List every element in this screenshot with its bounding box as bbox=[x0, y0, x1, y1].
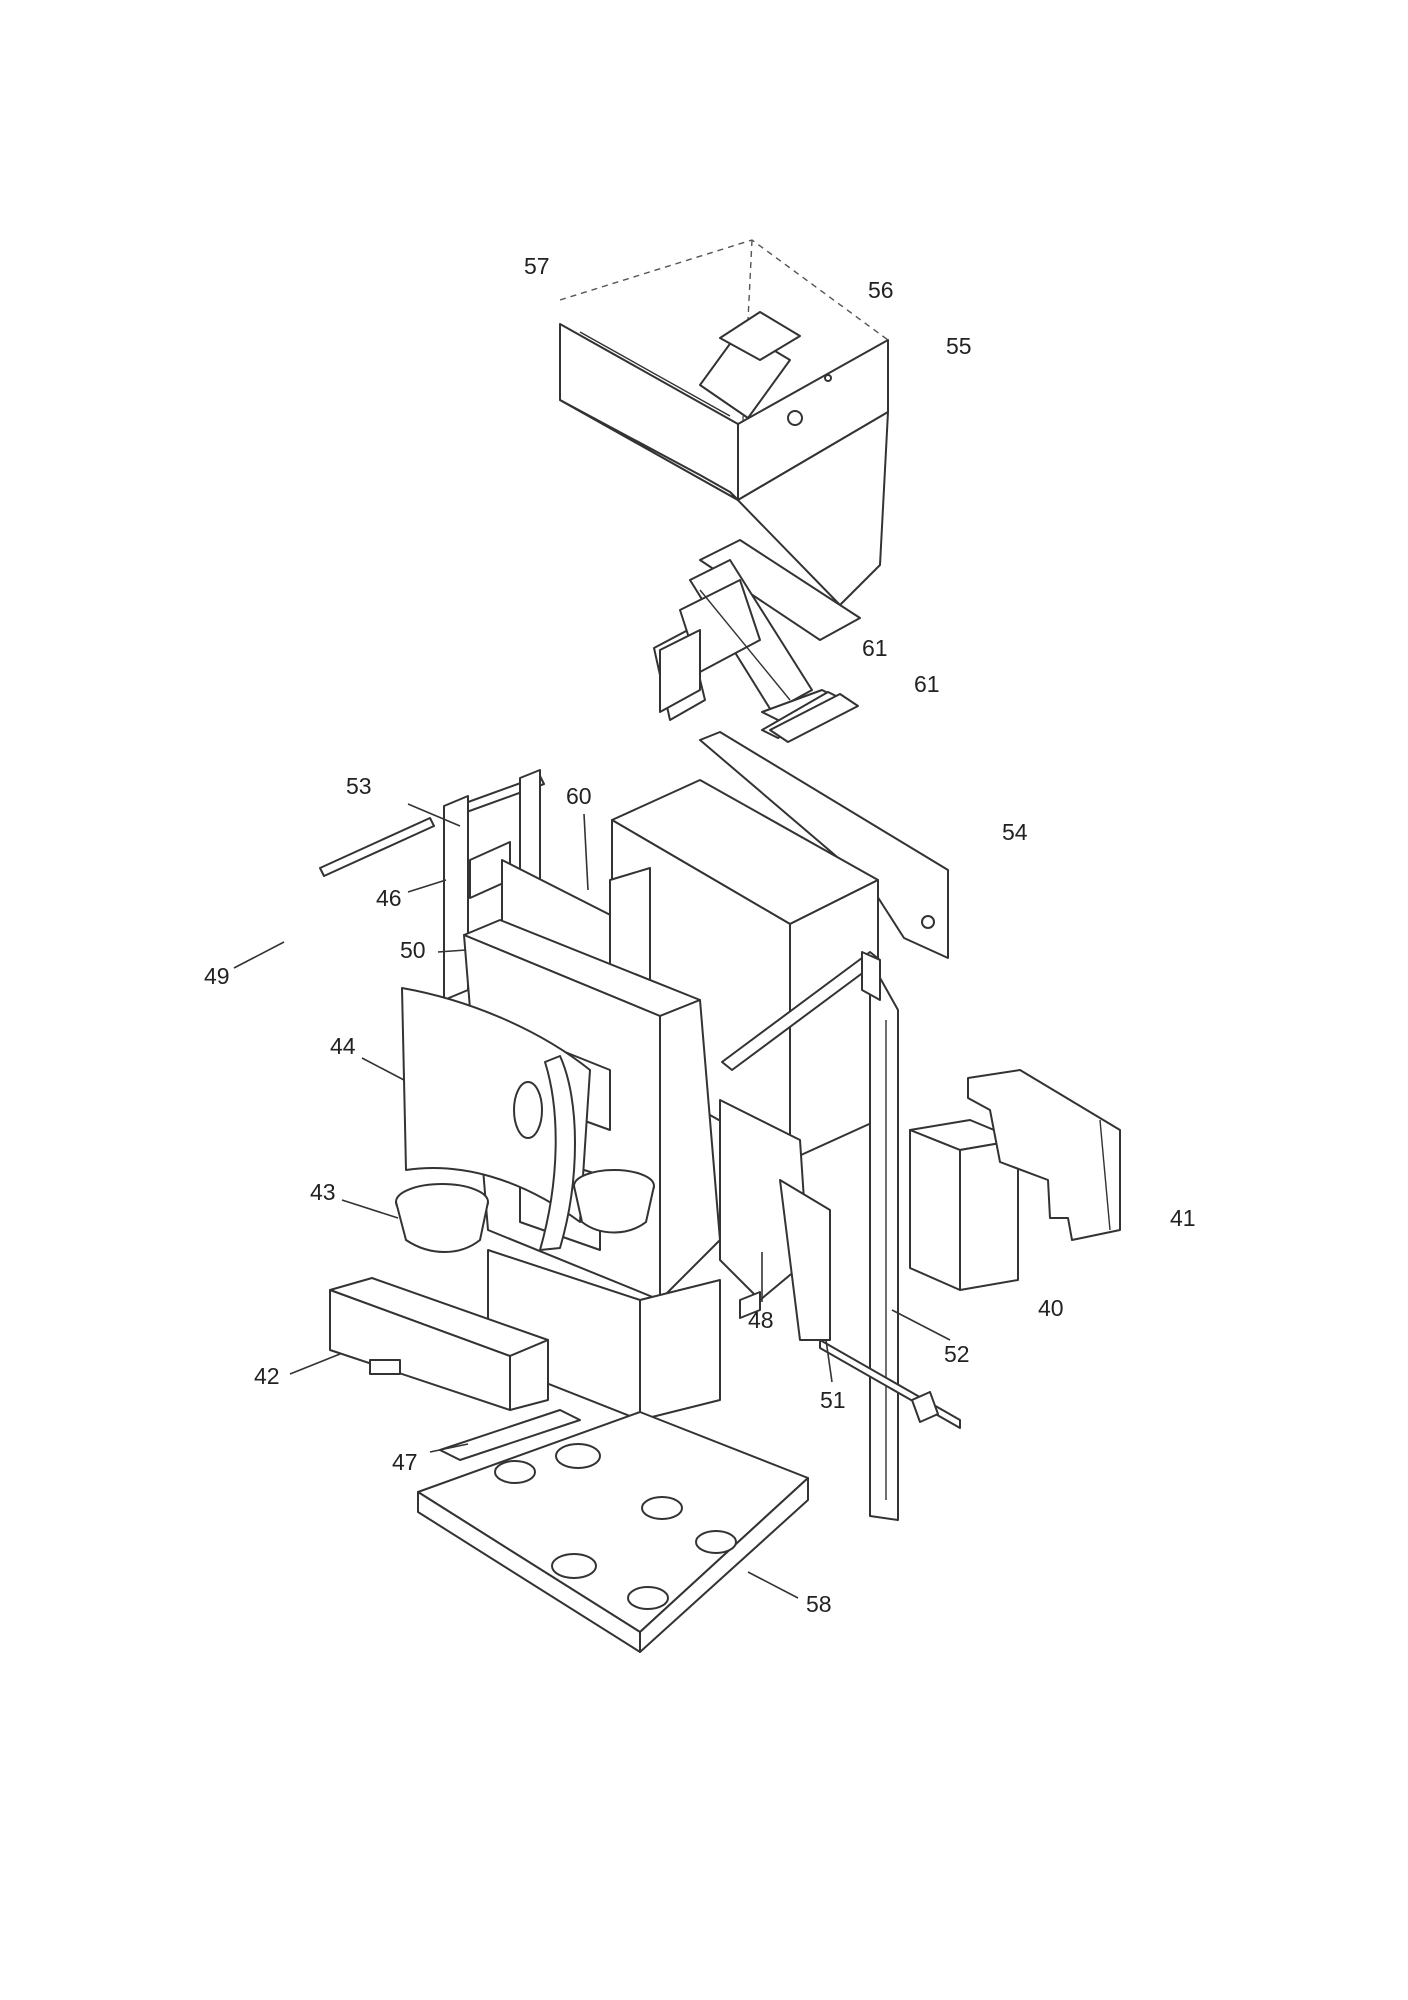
callout-40: 40 bbox=[1038, 1295, 1064, 1321]
callout-55: 55 bbox=[946, 333, 972, 359]
callout-43: 43 bbox=[310, 1179, 336, 1205]
side-shield-48 bbox=[719, 1099, 961, 1429]
hopper bbox=[559, 239, 889, 606]
callout-46: 46 bbox=[376, 885, 402, 911]
leader-49 bbox=[233, 941, 285, 969]
callout-42: 42 bbox=[254, 1363, 280, 1389]
callout-58: 58 bbox=[806, 1591, 832, 1617]
callout-61-a: 61 bbox=[862, 635, 888, 661]
callout-57: 57 bbox=[524, 253, 550, 279]
leader-50 bbox=[437, 949, 467, 953]
leader-43 bbox=[341, 1199, 399, 1219]
callout-49: 49 bbox=[204, 963, 230, 989]
leader-52 bbox=[891, 1309, 951, 1341]
burner-pot-43 bbox=[395, 1169, 655, 1253]
leader-60 bbox=[583, 813, 589, 891]
callout-41: 41 bbox=[1170, 1205, 1196, 1231]
callout-51: 51 bbox=[820, 1387, 846, 1413]
electronics-box-40 bbox=[909, 1119, 1019, 1291]
leader-53 bbox=[407, 803, 461, 827]
base-plate-58 bbox=[417, 1411, 809, 1653]
callout-47: 47 bbox=[392, 1449, 418, 1475]
callout-labels: 57 56 55 61 61 53 60 54 46 50 49 44 43 4… bbox=[204, 253, 1196, 1617]
leader-47 bbox=[429, 1443, 469, 1453]
callout-48: 48 bbox=[748, 1307, 774, 1333]
door-panel-44 bbox=[401, 987, 591, 1251]
panel-47 bbox=[439, 1409, 581, 1461]
leader-51 bbox=[825, 1339, 833, 1383]
callout-54: 54 bbox=[1002, 819, 1028, 845]
leader-44 bbox=[361, 1057, 405, 1081]
callout-50: 50 bbox=[400, 937, 426, 963]
callout-52: 52 bbox=[944, 1341, 970, 1367]
leader-46 bbox=[407, 879, 447, 893]
callout-53: 53 bbox=[346, 773, 372, 799]
callout-56: 56 bbox=[868, 277, 894, 303]
leader-lines bbox=[233, 803, 951, 1599]
leader-58 bbox=[747, 1571, 799, 1599]
feed-chute bbox=[653, 539, 861, 739]
callout-44: 44 bbox=[330, 1033, 356, 1059]
callout-60: 60 bbox=[566, 783, 592, 809]
callout-61-b: 61 bbox=[914, 671, 940, 697]
leader-42 bbox=[289, 1353, 341, 1375]
bracket-41 bbox=[967, 1069, 1121, 1241]
gasket-plate bbox=[769, 693, 859, 743]
ash-drawer-42 bbox=[329, 1277, 549, 1411]
